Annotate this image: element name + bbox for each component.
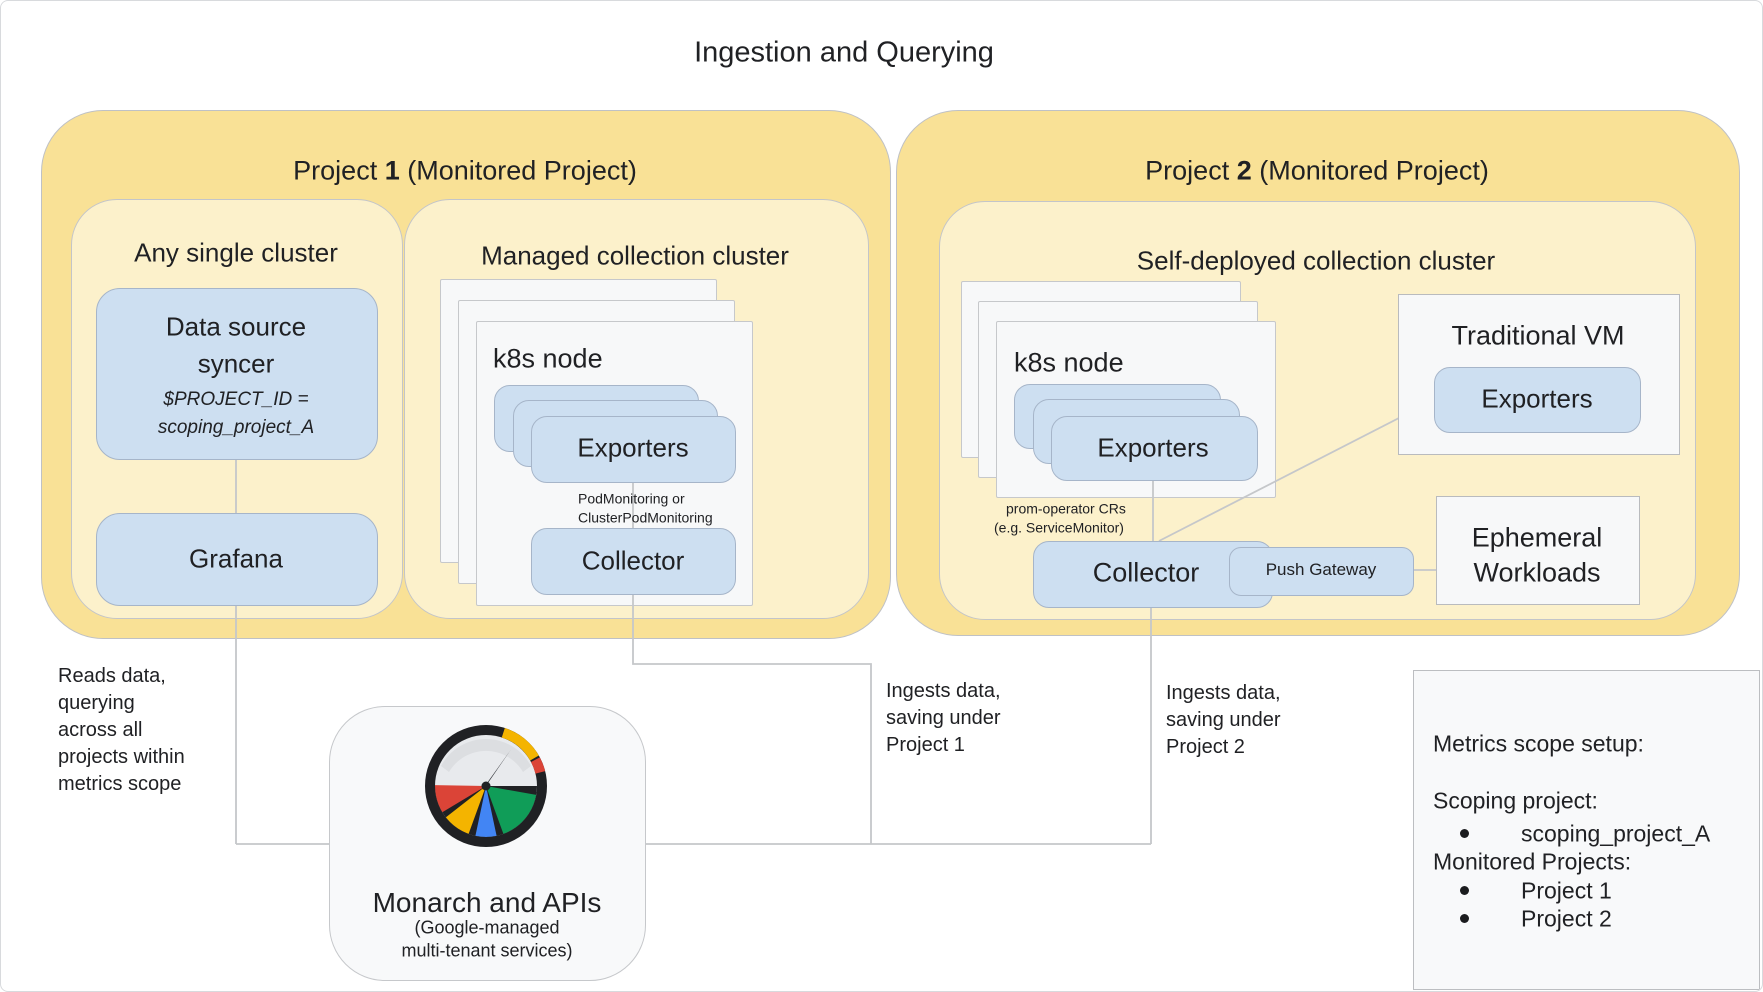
project1-heading-suffix: (Monitored Project): [399, 155, 637, 186]
exporters-label: Exporters: [577, 432, 689, 463]
data-source-syncer-label-line2: syncer: [197, 348, 275, 379]
podmonitoring-label-line2: ClusterPodMonitoring: [578, 509, 713, 526]
metrics-scope-panel: [1413, 670, 1760, 990]
project1-heading: Project 1 (Monitored Project): [293, 156, 637, 187]
data-source-syncer-box: [96, 288, 378, 460]
push-gateway-label: Push Gateway: [1265, 560, 1377, 579]
ingest1-line2: saving under: [886, 707, 1001, 729]
grafana-box: [96, 513, 378, 606]
monarch-title: Monarch and APIs: [372, 887, 602, 918]
page-title-text: Ingestion and Querying: [694, 36, 994, 69]
page-title: Ingestion and Querying: [694, 37, 994, 70]
project1-heading-prefix: Project: [293, 155, 385, 186]
ingest1-line1: Ingests data,: [886, 680, 1001, 702]
reads-data-annotation: Reads data, querying across all projects…: [58, 663, 185, 798]
monarch-gauge-icon: [425, 725, 547, 847]
managed-cluster-heading: Managed collection cluster: [481, 240, 789, 271]
vm-exporters-box: [1434, 367, 1641, 433]
any-single-cluster-heading: Any single cluster: [134, 237, 338, 268]
ingest-project2-annotation: Ingests data, saving under Project 2: [1166, 680, 1281, 761]
prom-operator-label-line1: prom-operator CRs: [1006, 500, 1126, 517]
project2-heading-prefix: Project: [1145, 155, 1237, 186]
bullet-icon: [1460, 829, 1469, 838]
monarch-subtitle-line1: (Google-managed: [414, 917, 560, 938]
reads-line2: querying: [58, 692, 135, 714]
scoping-project-label: Scoping project:: [1433, 787, 1598, 814]
ingest1-line3: Project 1: [886, 734, 965, 756]
prom-operator-label-line2: (e.g. ServiceMonitor): [994, 519, 1124, 536]
push-gateway-box: [1229, 547, 1414, 596]
monitored-project-1: Project 1: [1521, 877, 1612, 904]
ephemeral-workloads-label-line1: Ephemeral: [1471, 522, 1603, 553]
reads-line4: projects within: [58, 746, 185, 768]
syncer-project-id-line1: $PROJECT_ID =: [163, 389, 309, 410]
collector-label-p1: Collector: [581, 545, 685, 576]
syncer-project-id-line2: scoping_project_A: [157, 417, 315, 438]
grafana-label: Grafana: [189, 543, 283, 574]
project2-heading-suffix: (Monitored Project): [1251, 155, 1489, 186]
self-deployed-cluster-heading: Self-deployed collection cluster: [1136, 245, 1496, 276]
scoping-project-value: scoping_project_A: [1521, 820, 1711, 847]
project2-heading: Project 2 (Monitored Project): [1145, 156, 1489, 187]
project2-heading-number: 2: [1236, 155, 1252, 186]
bullet-icon: [1460, 886, 1469, 895]
ingest2-line3: Project 2: [1166, 736, 1245, 758]
collector-label-p2: Collector: [1092, 557, 1200, 588]
k8s-node-label: k8s node: [493, 343, 603, 374]
project1-heading-number: 1: [384, 155, 400, 186]
podmonitoring-label-line1: PodMonitoring or: [578, 490, 685, 507]
ephemeral-workloads-box: [1436, 496, 1640, 605]
ephemeral-workloads-label-line2: Workloads: [1473, 557, 1601, 588]
ingest2-line2: saving under: [1166, 709, 1281, 731]
collector-box-p1: [531, 528, 736, 595]
reads-line5: metrics scope: [58, 773, 182, 795]
reads-line3: across all: [58, 719, 143, 741]
vm-exporters-label: Exporters: [1481, 383, 1593, 414]
k8s-node-label: k8s node: [1014, 347, 1124, 378]
exporters-label: Exporters: [1097, 432, 1209, 463]
bullet-icon: [1460, 914, 1469, 923]
monitored-project-2: Project 2: [1521, 905, 1612, 932]
ingest2-line1: Ingests data,: [1166, 682, 1281, 704]
exporters-box: [531, 416, 736, 483]
data-source-syncer-label-line1: Data source: [165, 311, 307, 342]
ingest-project1-annotation: Ingests data, saving under Project 1: [886, 678, 1001, 759]
traditional-vm-label: Traditional VM: [1451, 320, 1625, 351]
monitored-projects-label: Monitored Projects:: [1433, 848, 1632, 875]
reads-line1: Reads data,: [58, 665, 166, 687]
metrics-scope-title: Metrics scope setup:: [1433, 730, 1644, 757]
monarch-subtitle-line2: multi-tenant services): [401, 940, 573, 961]
